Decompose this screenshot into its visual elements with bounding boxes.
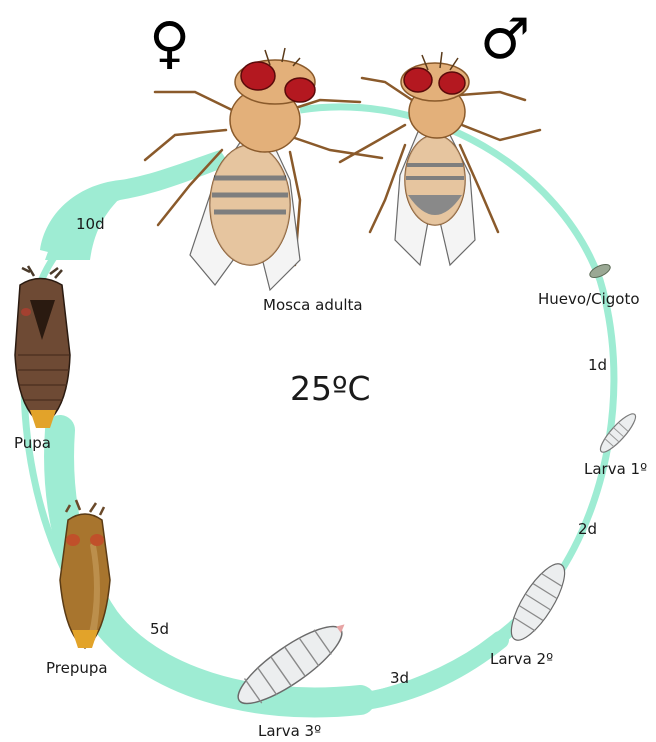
larva-2-illustration: [502, 557, 574, 648]
stage-label-larva-3: Larva 3º: [258, 722, 321, 740]
duration-label-larva-3-to-pupa: 5d: [150, 620, 169, 638]
stage-label-adult: Mosca adulta: [263, 296, 363, 314]
temperature-label: 25ºC: [290, 369, 371, 408]
larva-1-illustration: [596, 410, 640, 457]
duration-label-larva-2-to-larva-3: 3d: [390, 669, 409, 687]
male-fly: [340, 52, 540, 265]
stage-label-larva-2: Larva 2º: [490, 650, 553, 668]
duration-label-pupa-to-adult: 10d: [76, 215, 105, 233]
female-symbol: ♀: [149, 16, 190, 72]
stage-label-egg: Huevo/Cigoto: [538, 290, 640, 308]
stage-label-prepupa: Prepupa: [46, 659, 108, 677]
stage-label-pupa: Pupa: [14, 434, 51, 452]
duration-label-egg-to-larva-1: 1d: [588, 356, 607, 374]
stage-label-larva-1: Larva 1º: [584, 460, 647, 478]
duration-label-larva-1-to-larva-2: 2d: [578, 520, 597, 538]
male-symbol: ♂: [480, 12, 530, 68]
